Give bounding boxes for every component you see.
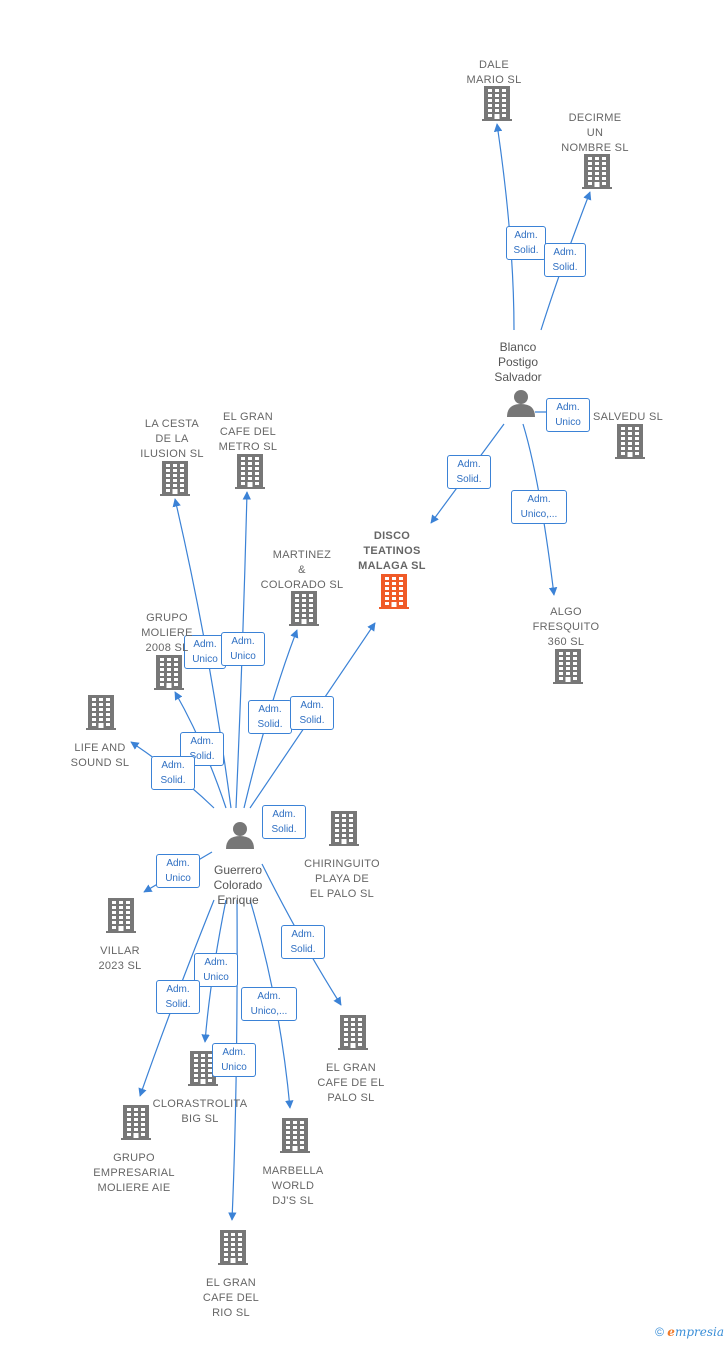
brand-initial: e [667, 1325, 675, 1339]
company-label-cesta[interactable]: LA CESTA DE LA ILUSION SL [140, 418, 204, 460]
edge-label-guerrero-martinez: Adm. Solid. [248, 700, 292, 734]
edge-label-guerrero-cesta: Adm. Unico [184, 635, 226, 669]
edge-label-blanco-dale: Adm. Solid. [506, 226, 546, 260]
building-icon-marbella [280, 1118, 310, 1153]
building-icon-palo [338, 1015, 368, 1050]
building-icon-aie [121, 1105, 151, 1140]
company-label-martinez[interactable]: MARTINEZ & COLORADO SL [260, 549, 344, 591]
edge-label-guerrero-villar: Adm. Unico [156, 854, 200, 888]
building-icon-cesta [160, 461, 190, 496]
person-label-blanco[interactable]: Blanco Postigo Salvador [494, 340, 542, 384]
edge-label-guerrero-life: Adm. Solid. [151, 756, 195, 790]
company-label-aie[interactable]: GRUPO EMPRESARIAL MOLIERE AIE [93, 1152, 175, 1194]
building-icon-salvedu [615, 424, 645, 459]
footer-brand: © empresia [655, 1325, 724, 1339]
company-label-decirme[interactable]: DECIRME UN NOMBRE SL [561, 112, 629, 154]
building-icon-metro [235, 454, 265, 489]
edge-label-guerrero-marbella: Adm. Unico,... [241, 987, 297, 1021]
building-icon-disco [379, 574, 409, 609]
company-label-villar[interactable]: VILLAR 2023 SL [98, 945, 142, 972]
company-label-algo[interactable]: ALGO FRESQUITO 360 SL [532, 606, 600, 648]
brand-name: mpresia [674, 1325, 724, 1339]
edge-label-blanco-salvedu: Adm. Unico [546, 398, 590, 432]
edge-label-guerrero-disco: Adm. Solid. [290, 696, 334, 730]
edge-label-blanco-decirme: Adm. Solid. [544, 243, 586, 277]
edge-label-guerrero-aie: Adm. Solid. [156, 980, 200, 1014]
edge-label-blanco-disco: Adm. Solid. [447, 455, 491, 489]
company-label-dale[interactable]: DALE MARIO SL [466, 59, 522, 86]
building-icon-life [86, 695, 116, 730]
company-label-metro[interactable]: EL GRAN CAFE DEL METRO SL [218, 411, 278, 453]
building-icon-dale [482, 86, 512, 121]
edge-label-guerrero-clorastrolita: Adm. Unico [194, 953, 238, 987]
person-icon-blanco [507, 390, 535, 417]
edge-label-guerrero-rio: Adm. Unico [212, 1043, 256, 1077]
building-icon-decirme [582, 154, 612, 189]
company-label-palo[interactable]: EL GRAN CAFE DE EL PALO SL [317, 1062, 385, 1104]
company-label-salvedu[interactable]: SALVEDU SL [592, 411, 664, 423]
company-label-moliere2008[interactable]: GRUPO MOLIERE 2008 SL [141, 612, 193, 654]
edge-label-guerrero-palo: Adm. Solid. [281, 925, 325, 959]
company-label-clorastrolita[interactable]: CLORASTROLITA BIG SL [152, 1098, 248, 1125]
person-label-guerrero[interactable]: Guerrero Colorado Enrique [213, 863, 263, 907]
company-label-disco[interactable]: DISCO TEATINOS MALAGA SL [358, 530, 426, 572]
company-label-life[interactable]: LIFE AND SOUND SL [70, 742, 130, 769]
building-icon-algo [553, 649, 583, 684]
company-label-chiringuito[interactable]: CHIRINGUITO PLAYA DE EL PALO SL [304, 858, 380, 900]
edge-label-guerrero-metro: Adm. Unico [221, 632, 265, 666]
building-icon-martinez [289, 591, 319, 626]
copyright-symbol: © [655, 1325, 664, 1339]
company-label-marbella[interactable]: MARBELLA WORLD DJ'S SL [262, 1165, 324, 1207]
edge-label-guerrero-chiringuito: Adm. Solid. [262, 805, 306, 839]
building-icon-moliere2008 [154, 655, 184, 690]
building-icon-clorastrolita [188, 1051, 218, 1086]
building-icon-rio [218, 1230, 248, 1265]
building-icon-villar [106, 898, 136, 933]
person-icon-guerrero [226, 822, 254, 849]
edge-label-blanco-algo: Adm. Unico,... [511, 490, 567, 524]
icons-layer [86, 86, 645, 1265]
building-icon-chiringuito [329, 811, 359, 846]
company-label-rio[interactable]: EL GRAN CAFE DEL RIO SL [202, 1277, 260, 1319]
